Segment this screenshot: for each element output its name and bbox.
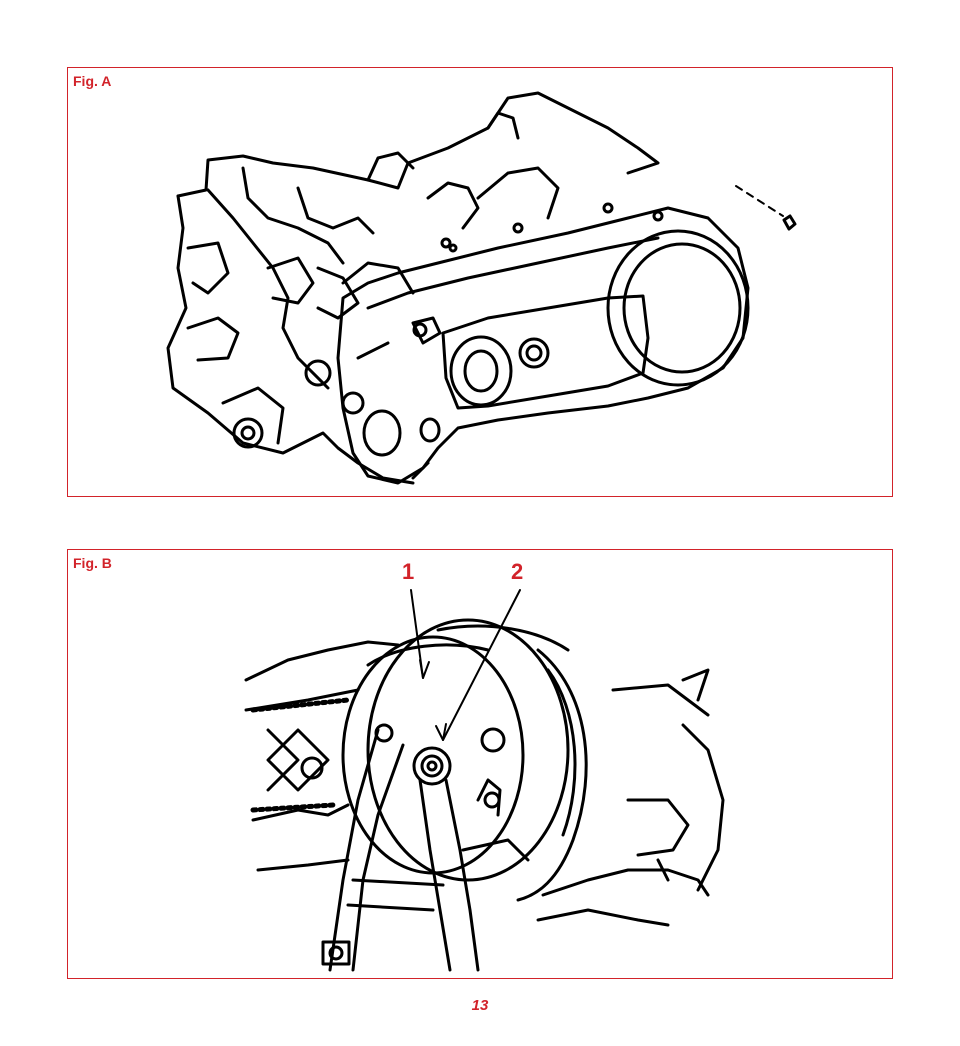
figure-a-frame: Fig. A [67,67,893,497]
callout-1-label: 1 [402,559,415,584]
engine-crankcase-illustration [166,91,797,485]
figure-b-label: Fig. B [73,555,112,571]
figure-b-frame: Fig. B 1 2 [67,549,893,979]
clutch-holder-tool-illustration [244,589,725,972]
page-number: 13 [471,997,489,1014]
figure-a-label: Fig. A [73,73,112,89]
callout-2-label: 2 [511,559,524,584]
